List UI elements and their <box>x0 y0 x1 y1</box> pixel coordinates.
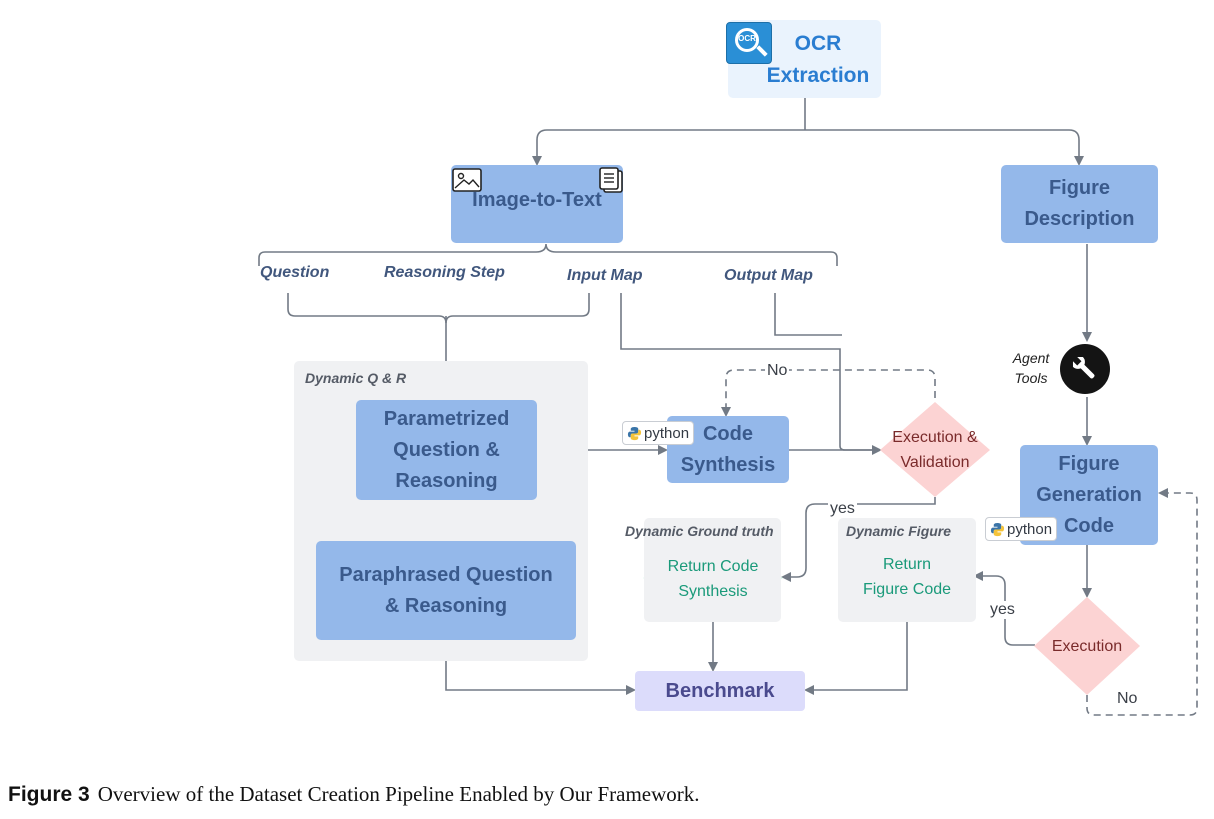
agent-tools-label: Agent Tools <box>1012 350 1050 386</box>
braces <box>258 243 838 324</box>
ocr-extraction-label: OCR Extraction <box>766 32 870 87</box>
python-icon <box>990 522 1005 536</box>
edge-ocr-to-figure-desc <box>805 129 1084 166</box>
python-badge-label: python <box>1007 520 1053 538</box>
image-icon <box>452 168 482 192</box>
parametrized-question-box: Parametrized Question & Reasoning <box>356 400 537 500</box>
python-badge-label: python <box>644 424 690 442</box>
dynamic-qr-title: Dynamic Q & R <box>305 370 407 386</box>
execution-diamond <box>1034 597 1140 695</box>
ocr-icon-text: OCR <box>738 34 756 43</box>
return-figure-label: Return Figure Code <box>862 556 952 598</box>
edge-label-yes-left: yes <box>828 500 857 518</box>
code-synthesis-python-badge: python <box>622 421 695 445</box>
code-synthesis-box: Code Synthesis <box>667 416 789 483</box>
python-icon <box>627 426 642 440</box>
figure-description-box: Figure Description <box>1001 165 1158 243</box>
dynamic-ground-truth-title: Dynamic Ground truth <box>625 523 774 539</box>
document-icon <box>599 167 623 193</box>
edge-return-figure-to-benchmark <box>804 610 908 695</box>
field-reasoning-step: Reasoning Step <box>384 264 505 281</box>
execution-validation-label: Execution & Validation <box>892 429 978 471</box>
paraphrased-question-box: Paraphrased Question & Reasoning <box>316 541 576 640</box>
edge-output-map <box>774 293 842 336</box>
edge-yes-to-return-code <box>781 497 936 582</box>
figure-generation-python-badge: python <box>985 517 1058 541</box>
edge-no-to-code <box>721 369 936 417</box>
dynamic-ground-truth-group <box>644 518 781 622</box>
field-input-map: Input Map <box>567 267 643 284</box>
field-output-map: Output Map <box>724 267 813 284</box>
figure-caption: Figure 3 Overview of the Dataset Creation… <box>8 782 700 807</box>
dynamic-figure-group <box>838 518 976 622</box>
edge-label-no-top: No <box>765 362 790 380</box>
edge-label-no-bottom: No <box>1115 690 1140 708</box>
caption-text: Overview of the Dataset Creation Pipelin… <box>97 782 700 806</box>
return-code-label: Return Code Synthesis <box>667 558 759 600</box>
wrench-icon <box>1072 356 1095 379</box>
benchmark-box <box>635 671 805 711</box>
edge-input-map <box>620 293 880 451</box>
caption-number: Figure 3 <box>8 783 90 806</box>
field-question: Question <box>260 264 330 281</box>
benchmark-label: Benchmark <box>665 679 775 702</box>
execution-validation-diamond <box>880 402 990 497</box>
execution-label: Execution <box>1051 637 1123 655</box>
top-brace <box>258 243 838 266</box>
ocr-icon: OCR <box>726 22 772 64</box>
edge-label-yes-right: yes <box>988 601 1017 619</box>
edge-no-to-generation <box>1086 488 1198 716</box>
dynamic-figure-title: Dynamic Figure <box>846 523 952 539</box>
edges-dashed <box>721 369 1198 716</box>
edge-ocr-to-image-text <box>532 129 805 166</box>
bottom-brace <box>287 293 590 324</box>
